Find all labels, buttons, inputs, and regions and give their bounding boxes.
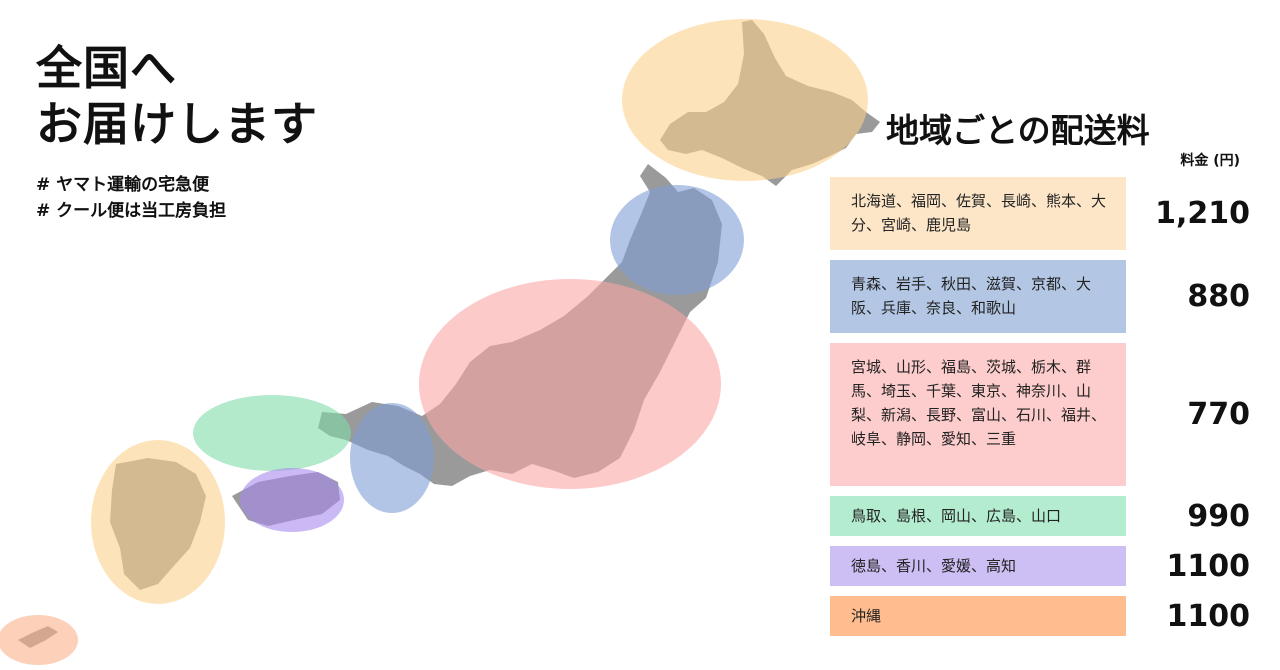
- price-value: 880: [1187, 279, 1250, 314]
- price-unit-label: 料金 (円): [1180, 153, 1240, 169]
- fee-row: 徳島、香川、愛媛、高知 1100: [830, 546, 1250, 586]
- price-value: 770: [1187, 397, 1250, 432]
- region-kansai-overlay: [350, 403, 434, 513]
- region-overlays: [0, 19, 868, 665]
- note-cool-delivery: # クール便は当工房負担: [36, 201, 227, 221]
- delivery-notes: # ヤマト運輸の宅急便 # クール便は当工房負担: [36, 172, 226, 224]
- region-kanto-chubu-overlay: [419, 279, 721, 489]
- fee-row: 宮城、山形、福島、茨城、栃木、群馬、埼玉、千葉、東京、神奈川、山梨、新潟、長野、…: [830, 343, 1250, 486]
- region-kyushu-overlay: [91, 440, 225, 604]
- headline: 全国へ お届けします: [36, 40, 318, 152]
- fee-row: 北海道、福岡、佐賀、長崎、熊本、大分、宮崎、鹿児島 1,210: [830, 177, 1250, 250]
- region-tohoku-overlay: [610, 185, 744, 295]
- fee-row: 鳥取、島根、岡山、広島、山口 990: [830, 496, 1250, 536]
- region-okinawa-overlay: [0, 615, 78, 665]
- region-list: 沖縄: [830, 596, 1126, 636]
- price-value: 990: [1187, 498, 1250, 534]
- fee-row: 沖縄 1100: [830, 596, 1250, 636]
- region-list: 宮城、山形、福島、茨城、栃木、群馬、埼玉、千葉、東京、神奈川、山梨、新潟、長野、…: [830, 343, 1126, 486]
- region-list: 北海道、福岡、佐賀、長崎、熊本、大分、宮崎、鹿児島: [830, 177, 1126, 250]
- region-chugoku-overlay: [193, 395, 351, 471]
- note-carrier: # ヤマト運輸の宅急便: [36, 175, 210, 195]
- price-value: 1100: [1166, 598, 1251, 634]
- region-hokkaido-overlay: [622, 19, 868, 181]
- region-list: 鳥取、島根、岡山、広島、山口: [830, 496, 1126, 536]
- region-list: 徳島、香川、愛媛、高知: [830, 546, 1126, 586]
- price-value: 1100: [1166, 548, 1251, 584]
- region-shikoku-overlay: [240, 468, 344, 532]
- headline-line-1: 全国へ: [36, 41, 177, 95]
- fee-section-title: 地域ごとの配送料: [886, 111, 1150, 150]
- region-list: 青森、岩手、秋田、滋賀、京都、大阪、兵庫、奈良、和歌山: [830, 260, 1126, 333]
- headline-line-2: お届けします: [36, 97, 318, 151]
- fee-row: 青森、岩手、秋田、滋賀、京都、大阪、兵庫、奈良、和歌山 880: [830, 260, 1250, 333]
- price-value: 1,210: [1155, 196, 1250, 231]
